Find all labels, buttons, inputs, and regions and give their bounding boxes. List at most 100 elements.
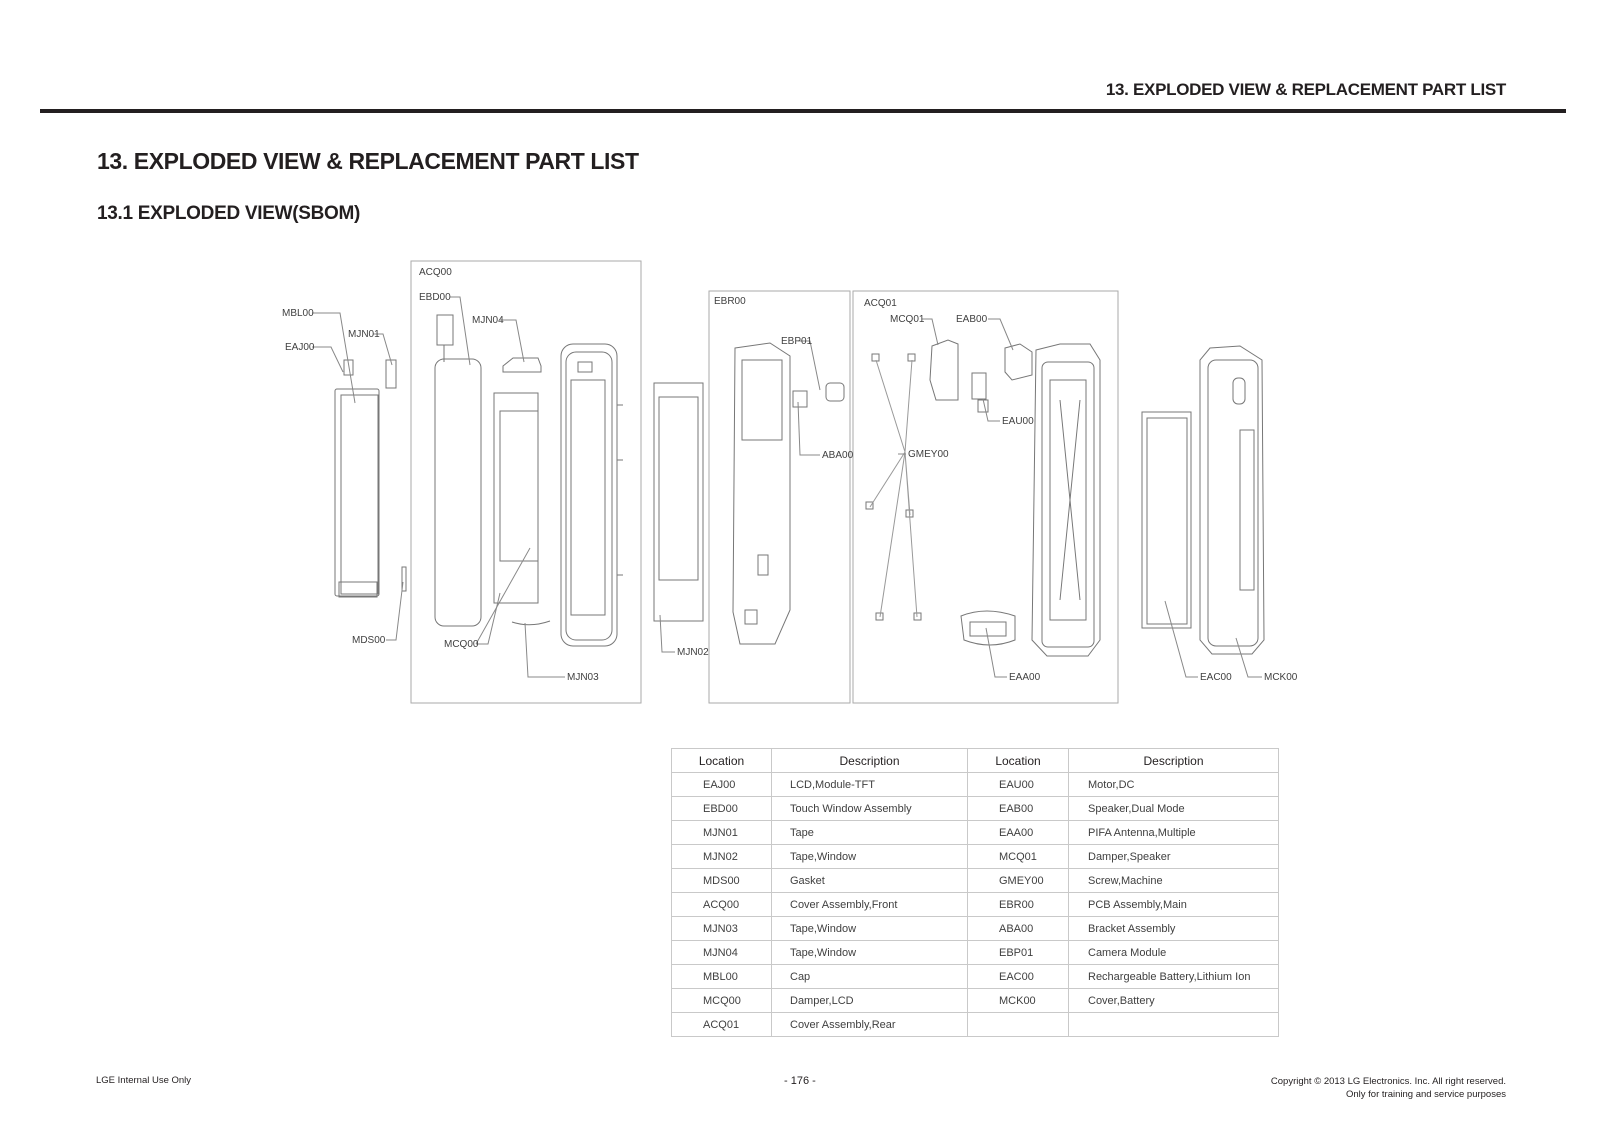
rear-cover-group-box [852, 290, 1119, 704]
description-cell: Tape,Window [771, 844, 968, 869]
description-cell [1068, 1012, 1279, 1037]
location-cell: MDS00 [671, 868, 772, 893]
tape-window-part [653, 382, 704, 622]
label-acq01: ACQ01 [864, 298, 897, 309]
label-ebp01: EBP01 [781, 336, 813, 347]
screw-parts [865, 353, 922, 621]
location-cell: EAA00 [967, 820, 1069, 845]
label-mds00: MDS00 [352, 635, 386, 646]
location-cell: ACQ00 [671, 892, 772, 917]
label-mbl00: MBL00 [282, 308, 314, 319]
description-cell: Cover Assembly,Rear [771, 1012, 968, 1037]
label-ebd00: EBD00 [419, 292, 451, 303]
description-cell: Motor,DC [1068, 772, 1279, 797]
page-title: 13. EXPLODED VIEW & REPLACEMENT PART LIS… [97, 148, 639, 174]
lcd-module-part [334, 359, 397, 598]
location-cell: ABA00 [967, 916, 1069, 941]
label-eaj00: EAJ00 [285, 342, 315, 353]
page-number: - 176 - [784, 1075, 816, 1087]
location-cell: EAJ00 [671, 772, 772, 797]
touch-window-part [434, 314, 482, 627]
description-cell: Bracket Assembly [1068, 916, 1279, 941]
footer-copyright: Copyright © 2013 LG Electronics. Inc. Al… [1271, 1075, 1506, 1101]
window-tape-parts [493, 357, 551, 626]
col-location-2: Location [967, 748, 1069, 773]
location-cell: EAB00 [967, 796, 1069, 821]
label-aba00: ABA00 [822, 450, 854, 461]
location-cell: EAU00 [967, 772, 1069, 797]
main-pcb-part [732, 342, 845, 645]
table-header-row: Location Description Location Descriptio… [671, 748, 1279, 773]
location-cell: MCK00 [967, 988, 1069, 1013]
location-cell: EBP01 [967, 940, 1069, 965]
front-cover-group-box [410, 260, 642, 704]
location-cell: EBR00 [967, 892, 1069, 917]
description-cell: LCD,Module-TFT [771, 772, 968, 797]
label-gmey00: GMEY00 [908, 449, 949, 460]
description-cell: Tape,Window [771, 940, 968, 965]
description-cell: Damper,Speaker [1068, 844, 1279, 869]
running-header-title: 13. EXPLODED VIEW & REPLACEMENT PART LIS… [1105, 80, 1506, 99]
gasket-part [401, 566, 407, 592]
description-cell: Camera Module [1068, 940, 1279, 965]
col-description: Description [771, 748, 968, 773]
speaker-parts [929, 339, 1033, 413]
description-cell: Tape [771, 820, 968, 845]
location-cell: MBL00 [671, 964, 772, 989]
location-cell: MCQ01 [967, 844, 1069, 869]
location-cell: ACQ01 [671, 1012, 772, 1037]
description-cell: Screw,Machine [1068, 868, 1279, 893]
description-cell: Gasket [771, 868, 968, 893]
front-cover-part [560, 343, 623, 647]
main-pcb-group-box [708, 290, 851, 704]
description-cell: Speaker,Dual Mode [1068, 796, 1279, 821]
label-mcq01: MCQ01 [890, 314, 925, 325]
antenna-part [960, 610, 1016, 646]
location-cell: MJN04 [671, 940, 772, 965]
footer-internal-use: LGE Internal Use Only [96, 1075, 192, 1086]
location-cell: GMEY00 [967, 868, 1069, 893]
copyright-line: Copyright © 2013 LG Electronics. Inc. Al… [1270, 1076, 1506, 1087]
section-title: 13.1 EXPLODED VIEW(SBOM) [97, 203, 361, 224]
battery-part [1141, 411, 1192, 629]
replacement-part-table: Location Description Location Descriptio… [671, 748, 1279, 1037]
description-cell: Tape,Window [771, 916, 968, 941]
location-cell [967, 1012, 1069, 1037]
description-cell: PCB Assembly,Main [1068, 892, 1279, 917]
label-mjn01: MJN01 [348, 329, 380, 340]
exploded-view-diagram: MBL00 EAJ00 MJN01 MDS00 ACQ00 EBD00 MJN0… [282, 260, 1298, 704]
training-note: Only for training and service purposes [1346, 1089, 1506, 1100]
description-cell: Touch Window Assembly [771, 796, 968, 821]
location-cell: MJN01 [671, 820, 772, 845]
location-cell: MCQ00 [671, 988, 772, 1013]
location-cell: MJN02 [671, 844, 772, 869]
location-cell: EAC00 [967, 964, 1069, 989]
col-location: Location [671, 748, 772, 773]
label-mcq00: MCQ00 [444, 639, 479, 650]
battery-cover-part [1199, 345, 1265, 655]
label-eab00: EAB00 [956, 314, 988, 325]
description-cell: PIFA Antenna,Multiple [1068, 820, 1279, 845]
label-eaa00: EAA00 [1009, 672, 1041, 683]
label-acq00: ACQ00 [419, 267, 452, 278]
label-mjn02: MJN02 [677, 647, 709, 658]
description-cell: Rechargeable Battery,Lithium Ion [1068, 964, 1279, 989]
description-cell: Cover Assembly,Front [771, 892, 968, 917]
location-cell: MJN03 [671, 916, 772, 941]
label-eac00: EAC00 [1200, 672, 1232, 683]
label-ebr00: EBR00 [714, 296, 746, 307]
header-rule [40, 109, 1566, 113]
location-cell: EBD00 [671, 796, 772, 821]
description-cell: Cover,Battery [1068, 988, 1279, 1013]
